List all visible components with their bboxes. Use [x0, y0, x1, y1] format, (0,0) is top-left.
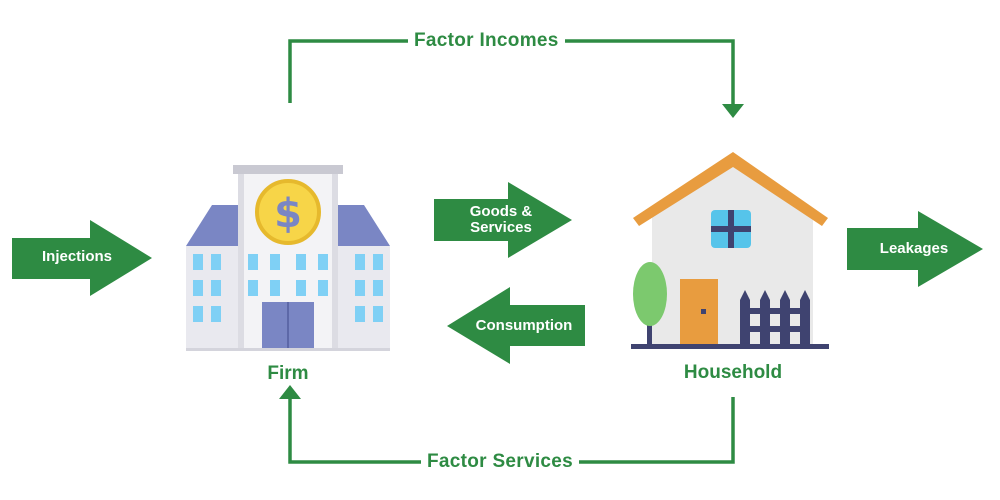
consumption-arrow-icon	[447, 287, 585, 364]
factor-incomes-flow	[288, 39, 744, 118]
factor-incomes-arrowhead-icon	[722, 104, 744, 118]
factor-services-label: Factor Services	[421, 452, 580, 471]
ground-line	[631, 344, 829, 349]
leakages-label: Leakages	[879, 240, 949, 257]
tree-icon	[633, 262, 667, 347]
fence-icon	[740, 290, 810, 345]
svg-text:$: $	[274, 191, 302, 237]
bank-building-icon: $	[186, 165, 390, 351]
goods-services-arrow-icon	[434, 182, 572, 258]
leakages-arrow-icon	[847, 211, 983, 287]
goods-services-label-line2: Services	[470, 218, 532, 236]
household-label: Household	[683, 362, 783, 383]
firm-label: Firm	[267, 363, 309, 384]
injections-label: Injections	[41, 248, 112, 265]
goods-services-label-line1: Goods &	[469, 203, 533, 220]
house-icon	[633, 152, 828, 345]
dollar-sign-icon	[255, 179, 321, 245]
consumption-label: Consumption	[475, 317, 573, 334]
goods-services-label: Goods & Services	[440, 204, 562, 236]
factor-services-arrowhead-icon	[279, 385, 301, 399]
injections-arrow-icon	[12, 220, 152, 296]
factor-incomes-label: Factor Incomes	[408, 31, 565, 50]
